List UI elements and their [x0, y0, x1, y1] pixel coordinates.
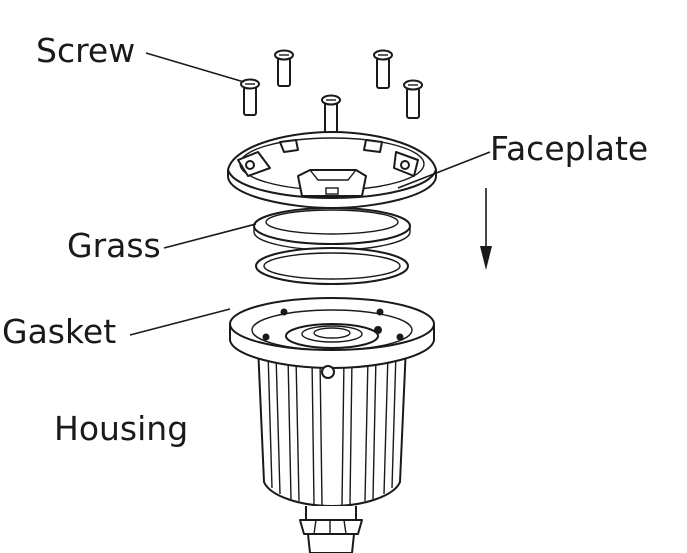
gasket-leader-line — [129, 308, 231, 336]
screw-2 — [274, 49, 294, 87]
housing-label: Housing — [54, 409, 188, 448]
faceplate-leader-line — [397, 151, 491, 189]
grass-label: Grass — [67, 226, 161, 265]
screw-leader-line — [145, 52, 245, 83]
screw-group — [240, 49, 423, 134]
faceplate-label: Faceplate — [490, 129, 648, 168]
housing-part — [229, 297, 435, 553]
screw-4 — [403, 79, 423, 119]
screw-3 — [373, 49, 393, 89]
grass-leader-line — [163, 223, 257, 249]
gasket-label: Gasket — [2, 312, 116, 351]
screw-1 — [240, 78, 260, 116]
grass-part — [253, 207, 411, 251]
gasket-ring-part — [255, 247, 409, 285]
assembly-direction-arrow — [480, 188, 492, 270]
screw-5 — [321, 94, 341, 134]
screw-label: Screw — [36, 31, 135, 70]
faceplate-part — [227, 131, 437, 209]
